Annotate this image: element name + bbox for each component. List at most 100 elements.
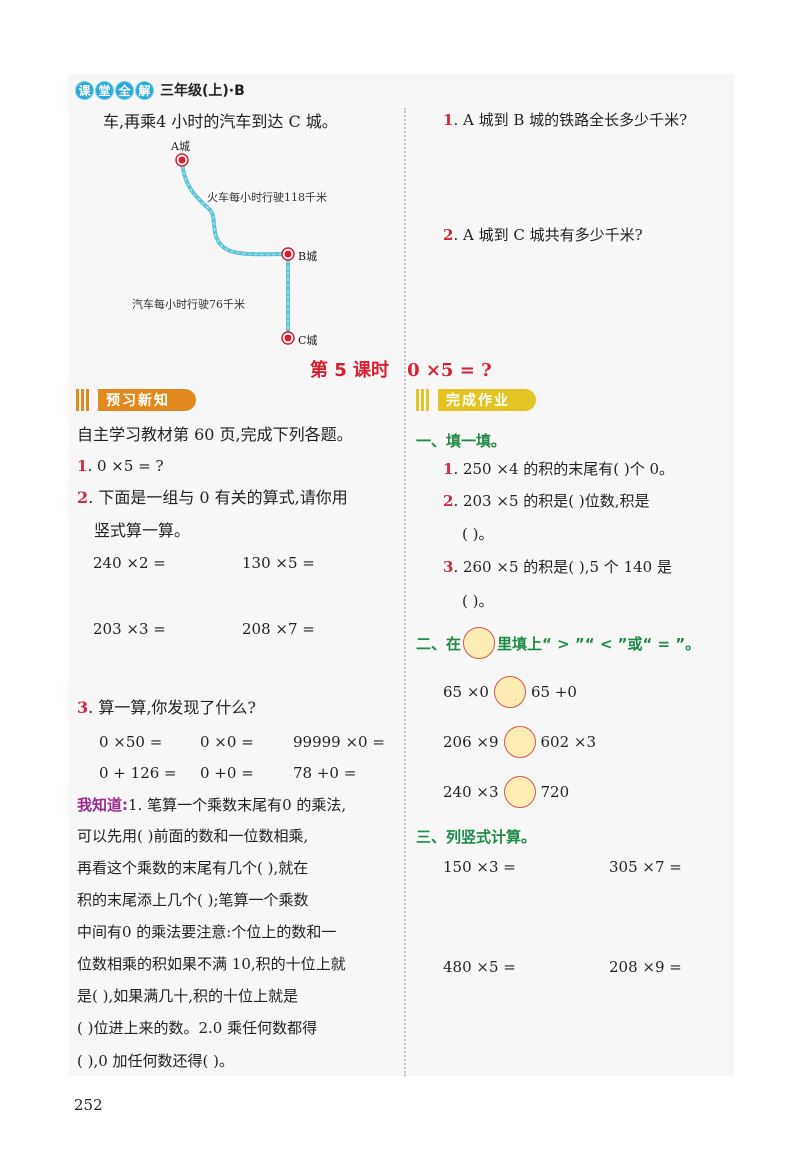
compare-answer-circle[interactable] bbox=[493, 676, 526, 708]
train-route-line bbox=[180, 159, 289, 257]
lesson-number: 第 5 课时 bbox=[310, 360, 390, 381]
knowledge-line: 积的末尾添上几个( );笔算一个乘数 bbox=[77, 891, 309, 909]
compare-right: 65 +0 bbox=[530, 683, 577, 701]
vertical-calc-expr: 305 ×7 = bbox=[609, 858, 682, 876]
knowledge-line: 可以先用( )前面的数和一位数相乘, bbox=[77, 827, 309, 845]
item-number: 2 bbox=[443, 492, 454, 510]
city-b-label: B城 bbox=[298, 250, 318, 263]
knowledge-line: 再看这个乘数的末尾有几个( ),就在 bbox=[77, 859, 309, 877]
knowledge-line: 中间有0 的乘法要注意:个位上的数和一 bbox=[77, 923, 337, 941]
compare-row: 65 ×0 65 +0 bbox=[443, 676, 577, 708]
train-speed-label: 火车每小时行驶118千米 bbox=[207, 191, 327, 204]
question-number: 3 bbox=[77, 698, 89, 717]
vertical-calc-expr: 150 ×3 = bbox=[443, 858, 516, 876]
question-2: 2. A 城到 C 城共有多少千米? bbox=[443, 228, 643, 243]
preview-q2: 2. 下面是一组与 0 有关的算式,请你用 bbox=[77, 490, 348, 506]
preview-q1: 1. 0 ×5 = ? bbox=[77, 459, 164, 474]
knowledge-line: ( )位进上来的数。2.0 乘任何数都得 bbox=[77, 1019, 318, 1037]
vertical-calc-expr: 480 ×5 = bbox=[443, 958, 516, 976]
question-1: 1. A 城到 B 城的铁路全长多少千米? bbox=[443, 113, 687, 128]
page-number: 252 bbox=[74, 1096, 103, 1114]
vertical-calc-expr: 240 ×2 = bbox=[93, 554, 166, 572]
q3-expr: 99999 ×0 = bbox=[293, 733, 385, 751]
section-1-title: 一、填一填。 bbox=[416, 432, 507, 450]
knowledge-line: 位数相乘的积如果不满 10,积的十位上就 bbox=[77, 955, 346, 973]
route-map-svg bbox=[175, 153, 295, 345]
question-text: . A 城到 C 城共有多少千米? bbox=[453, 226, 643, 244]
compare-left: 65 ×0 bbox=[443, 683, 489, 701]
question-text: . A 城到 B 城的铁路全长多少千米? bbox=[453, 111, 688, 129]
answer-circle-icon bbox=[463, 627, 496, 659]
series-logo-badge: 课 堂 全 解 bbox=[75, 80, 154, 100]
vertical-calc-expr: 208 ×9 = bbox=[609, 958, 682, 976]
lesson-title: 第 5 课时 0 ×5 = ? bbox=[310, 356, 492, 382]
city-a-marker-icon bbox=[175, 153, 189, 167]
compare-answer-circle[interactable] bbox=[503, 776, 536, 808]
question-number: 2 bbox=[443, 226, 454, 244]
route-map-diagram: A城 B城 C城 火车每小时行驶118千米 汽车每小时行驶76千米 bbox=[100, 130, 400, 360]
compare-row: 240 ×3 720 bbox=[443, 776, 569, 808]
banner-label: 预习新知 bbox=[106, 393, 170, 409]
compare-answer-circle[interactable] bbox=[503, 726, 536, 758]
preview-intro: 自主学习教材第 60 页,完成下列各题。 bbox=[77, 425, 353, 444]
page-background-panel bbox=[68, 74, 734, 1076]
fill-item: ( )。 bbox=[462, 525, 494, 543]
banner-label: 完成作业 bbox=[446, 393, 510, 409]
compare-right: 720 bbox=[540, 783, 570, 801]
item-number: 3 bbox=[443, 558, 454, 576]
section-2-title-post: 里填上“ > ”“ < ”或“ = ”。 bbox=[497, 634, 701, 653]
city-c-label: C城 bbox=[298, 334, 318, 347]
fill-item: 3. 260 ×5 的积是( ),5 个 140 是 bbox=[443, 560, 672, 575]
question-text: . 算一算,你发现了什么? bbox=[88, 698, 256, 717]
section-3-title: 三、列竖式计算。 bbox=[416, 828, 537, 846]
preview-q3: 3. 算一算,你发现了什么? bbox=[77, 700, 256, 716]
q3-expr: 78 +0 = bbox=[293, 764, 357, 782]
compare-row: 206 ×9 602 ×3 bbox=[443, 726, 596, 758]
book-header: 课 堂 全 解 三年级(上)·B bbox=[75, 78, 245, 102]
bus-speed-label: 汽车每小时行驶76千米 bbox=[132, 298, 245, 311]
fill-item: 2. 203 ×5 的积是( )位数,积是 bbox=[443, 494, 650, 509]
fill-item: 1. 250 ×4 的积的末尾有( )个 0。 bbox=[443, 462, 674, 477]
item-number: 1 bbox=[443, 460, 454, 478]
vertical-calc-expr: 208 ×7 = bbox=[242, 620, 315, 638]
homework-section-banner: 完成作业 bbox=[416, 389, 536, 411]
preview-section-banner: 预习新知 bbox=[76, 389, 196, 411]
section-2-title: 二、在 里填上“ > ”“ < ”或“ = ”。 bbox=[416, 627, 700, 659]
q3-expr: 0 + 126 = bbox=[99, 764, 177, 782]
banner-bars-icon bbox=[416, 389, 438, 411]
knowledge-text: 1. 笔算一个乘数末尾有0 的乘法, bbox=[128, 796, 347, 814]
question-number: 1 bbox=[443, 111, 454, 129]
preview-q2-cont: 竖式算一算。 bbox=[94, 521, 191, 540]
knowledge-label: 我知道: bbox=[77, 796, 128, 814]
badge-char: 解 bbox=[135, 80, 154, 100]
question-text: . 0 ×5 = ? bbox=[87, 457, 164, 475]
city-a-label: A城 bbox=[171, 140, 190, 153]
vertical-calc-expr: 130 ×5 = bbox=[242, 554, 315, 572]
question-text: . 下面是一组与 0 有关的算式,请你用 bbox=[88, 488, 348, 507]
badge-char: 课 bbox=[75, 80, 94, 100]
badge-char: 全 bbox=[115, 80, 134, 100]
knowledge-line: 是( ),如果满几十,积的十位上就是 bbox=[77, 987, 299, 1005]
badge-char: 堂 bbox=[95, 80, 114, 100]
lesson-expression: 0 ×5 = ? bbox=[407, 360, 492, 381]
problem-intro-line: 车,再乘4 小时的汽车到达 C 城。 bbox=[103, 112, 338, 131]
fill-item: ( )。 bbox=[462, 592, 494, 610]
item-text: . 260 ×5 的积是( ),5 个 140 是 bbox=[453, 558, 672, 576]
question-number: 2 bbox=[77, 488, 89, 507]
item-text: . 250 ×4 的积的末尾有( )个 0。 bbox=[453, 460, 675, 478]
section-2-title-pre: 二、在 bbox=[416, 634, 462, 653]
knowledge-line: 我知道:1. 笔算一个乘数末尾有0 的乘法, bbox=[77, 798, 346, 813]
knowledge-line: ( ),0 加任何数还得( )。 bbox=[77, 1052, 235, 1070]
compare-right: 602 ×3 bbox=[540, 733, 597, 751]
q3-expr: 0 ×50 = bbox=[99, 733, 163, 751]
grade-title: 三年级(上)·B bbox=[160, 83, 245, 99]
column-divider bbox=[404, 108, 406, 1076]
city-b-marker-icon bbox=[281, 247, 295, 261]
banner-bars-icon bbox=[76, 389, 98, 411]
city-c-marker-icon bbox=[281, 331, 295, 345]
question-number: 1 bbox=[77, 457, 88, 475]
item-text: . 203 ×5 的积是( )位数,积是 bbox=[453, 492, 650, 510]
q3-expr: 0 +0 = bbox=[200, 764, 254, 782]
q3-expr: 0 ×0 = bbox=[200, 733, 254, 751]
vertical-calc-expr: 203 ×3 = bbox=[93, 620, 166, 638]
